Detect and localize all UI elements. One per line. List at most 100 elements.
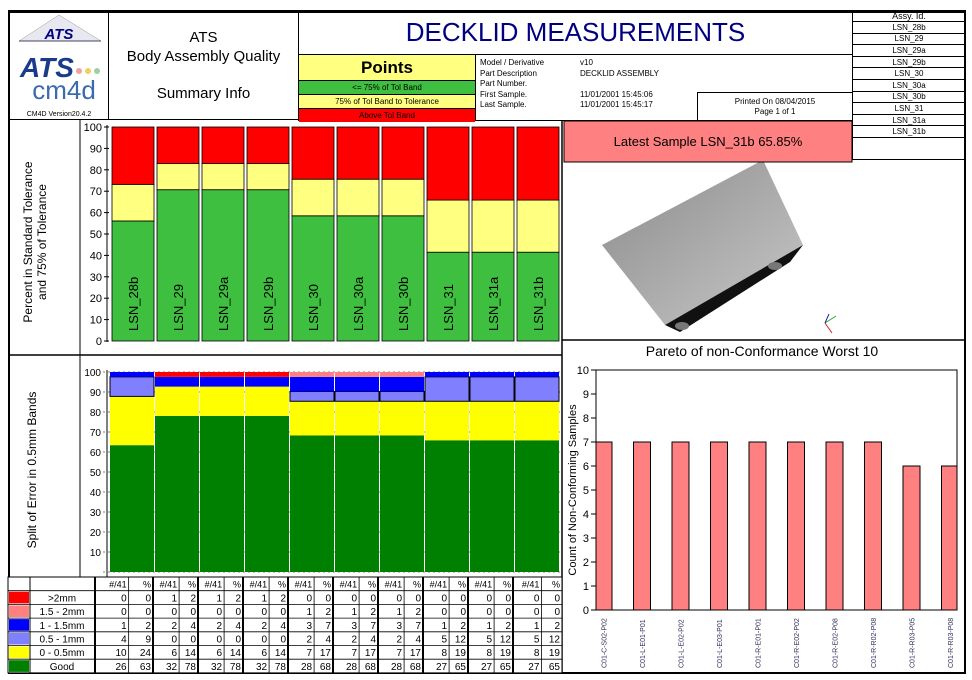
assy-id-item[interactable]: LSN_31a [853, 115, 965, 127]
bar-segment [291, 215, 335, 342]
bar-segment [471, 199, 515, 253]
y-tick-label: 100 [84, 368, 101, 379]
report-section: Summary Info [156, 84, 251, 102]
pct-cell: 12 [500, 635, 512, 646]
band-label: 1 - 1.5mm [39, 621, 84, 632]
bar-segment [380, 401, 424, 436]
assy-id-header: Assy. Id. [853, 11, 965, 22]
bar-segment [515, 401, 559, 441]
y-tick-label: 9 [583, 389, 589, 401]
assy-id-item[interactable]: LSN_30a [853, 80, 965, 92]
y-tick-label: 6 [583, 461, 589, 473]
bar-segment [155, 415, 199, 572]
pareto-ylabel: Count of Non-Conforming Samples [567, 404, 579, 576]
pct-cell: 19 [500, 648, 512, 659]
bar-segment [471, 126, 515, 201]
band-color-swatch [9, 591, 29, 604]
assy-id-item[interactable]: LSN_30 [853, 68, 965, 80]
pct-cell: 4 [325, 635, 331, 646]
pct-cell: 0 [145, 607, 151, 618]
count-cell: 4 [121, 635, 127, 646]
bar-segment [201, 126, 245, 164]
y-tick-label: 70 [90, 428, 102, 439]
assy-id-item[interactable]: LSN_31b [853, 126, 965, 138]
bar-segment [110, 396, 154, 446]
legend-title: Points [299, 55, 475, 81]
assy-id-item[interactable]: LSN_29b [853, 57, 965, 69]
count-cell: 6 [217, 648, 223, 659]
count-cell: 0 [217, 607, 223, 618]
bar-segment [515, 372, 559, 377]
page-number: Page 1 of 1 [754, 106, 796, 116]
pct-cell: 4 [370, 635, 376, 646]
y-tick-label: 4 [583, 509, 589, 521]
count-cell: 0 [262, 607, 268, 618]
count-cell: 1 [172, 593, 178, 604]
pct-cell: 17 [320, 648, 332, 659]
pareto-category-label: C01-R-E02-P08 [833, 618, 840, 668]
pct-cell: 2 [235, 593, 241, 604]
col-header: #/41 [522, 580, 540, 590]
y-tick-label: 2 [583, 557, 589, 569]
pareto-category-label: C01-L-E03-P01 [717, 619, 724, 668]
pareto-category-label: C01-R-E02-P02 [794, 618, 801, 668]
pareto-category-label: C01-L-E02-P02 [679, 619, 686, 668]
y-tick-label: 50 [90, 229, 102, 241]
band-label: >2mm [48, 593, 76, 604]
band-color-swatch [9, 660, 29, 672]
y-tick-label: 90 [90, 143, 102, 155]
pareto-chart: Pareto of non-Conformance Worst 10Count … [567, 343, 958, 668]
pareto-bar [825, 441, 844, 610]
latest-sample-banner [563, 120, 853, 163]
count-cell: 1 [307, 607, 313, 618]
count-cell: 2 [307, 635, 313, 646]
assy-id-item[interactable]: LSN_30b [853, 92, 965, 104]
report-subtitle: Body Assembly Quality [126, 47, 281, 65]
bar-segment [514, 376, 560, 402]
pareto-category-label: C01-R-R02-P08 [871, 618, 878, 668]
assy-id-item[interactable]: LSN_28b [853, 22, 965, 34]
bar-segment [425, 372, 469, 377]
bar-label: LSN_30a [351, 276, 366, 331]
y-tick-label: 90 [90, 388, 102, 399]
count-cell: 8 [442, 648, 448, 659]
y-tick-label: 8 [583, 413, 589, 425]
bar-segment [336, 178, 380, 217]
assy-id-item[interactable]: LSN_29a [853, 45, 965, 57]
count-cell: 8 [534, 648, 540, 659]
y-tick-label: 30 [90, 508, 102, 519]
y-tick-label: 10 [577, 365, 589, 377]
y-tick-label: 40 [90, 250, 102, 262]
pct-cell: 4 [190, 621, 196, 632]
col-header: #/41 [475, 580, 493, 590]
bar-segment [200, 376, 244, 387]
pct-cell: 14 [185, 648, 197, 659]
count-cell: 0 [121, 593, 127, 604]
pareto-category-label: C01-R-R03-P08 [948, 618, 955, 668]
assy-id-item[interactable]: LSN_29 [853, 34, 965, 46]
pct-cell: 0 [505, 607, 511, 618]
pct-cell: 0 [554, 593, 560, 604]
info-label: Last Sample. [480, 100, 527, 109]
bar-segment [426, 126, 470, 201]
y-tick-label: 0 [583, 605, 589, 617]
count-cell: 32 [166, 662, 178, 673]
assy-id-item[interactable]: LSN_31 [853, 103, 965, 115]
col-header: % [552, 580, 560, 590]
pct-cell: 4 [280, 621, 286, 632]
count-cell: 3 [307, 621, 313, 632]
pct-cell: 14 [275, 648, 287, 659]
bar-segment [246, 163, 290, 191]
pct-cell: 12 [455, 635, 467, 646]
y-tick-label: 20 [90, 528, 102, 539]
ats-logo: ATS ATS cm4d CM4D Version20.4.2 [18, 14, 102, 118]
pareto-bar [941, 465, 957, 610]
info-label: Part Number. [480, 79, 528, 88]
bar-segment [155, 376, 199, 387]
band-label: 1.5 - 2mm [39, 607, 84, 618]
bar-segment [516, 199, 560, 253]
count-cell: 0 [397, 593, 403, 604]
bottom-chart-ylabel: Split of Error in 0.5mm Bands [25, 392, 39, 549]
